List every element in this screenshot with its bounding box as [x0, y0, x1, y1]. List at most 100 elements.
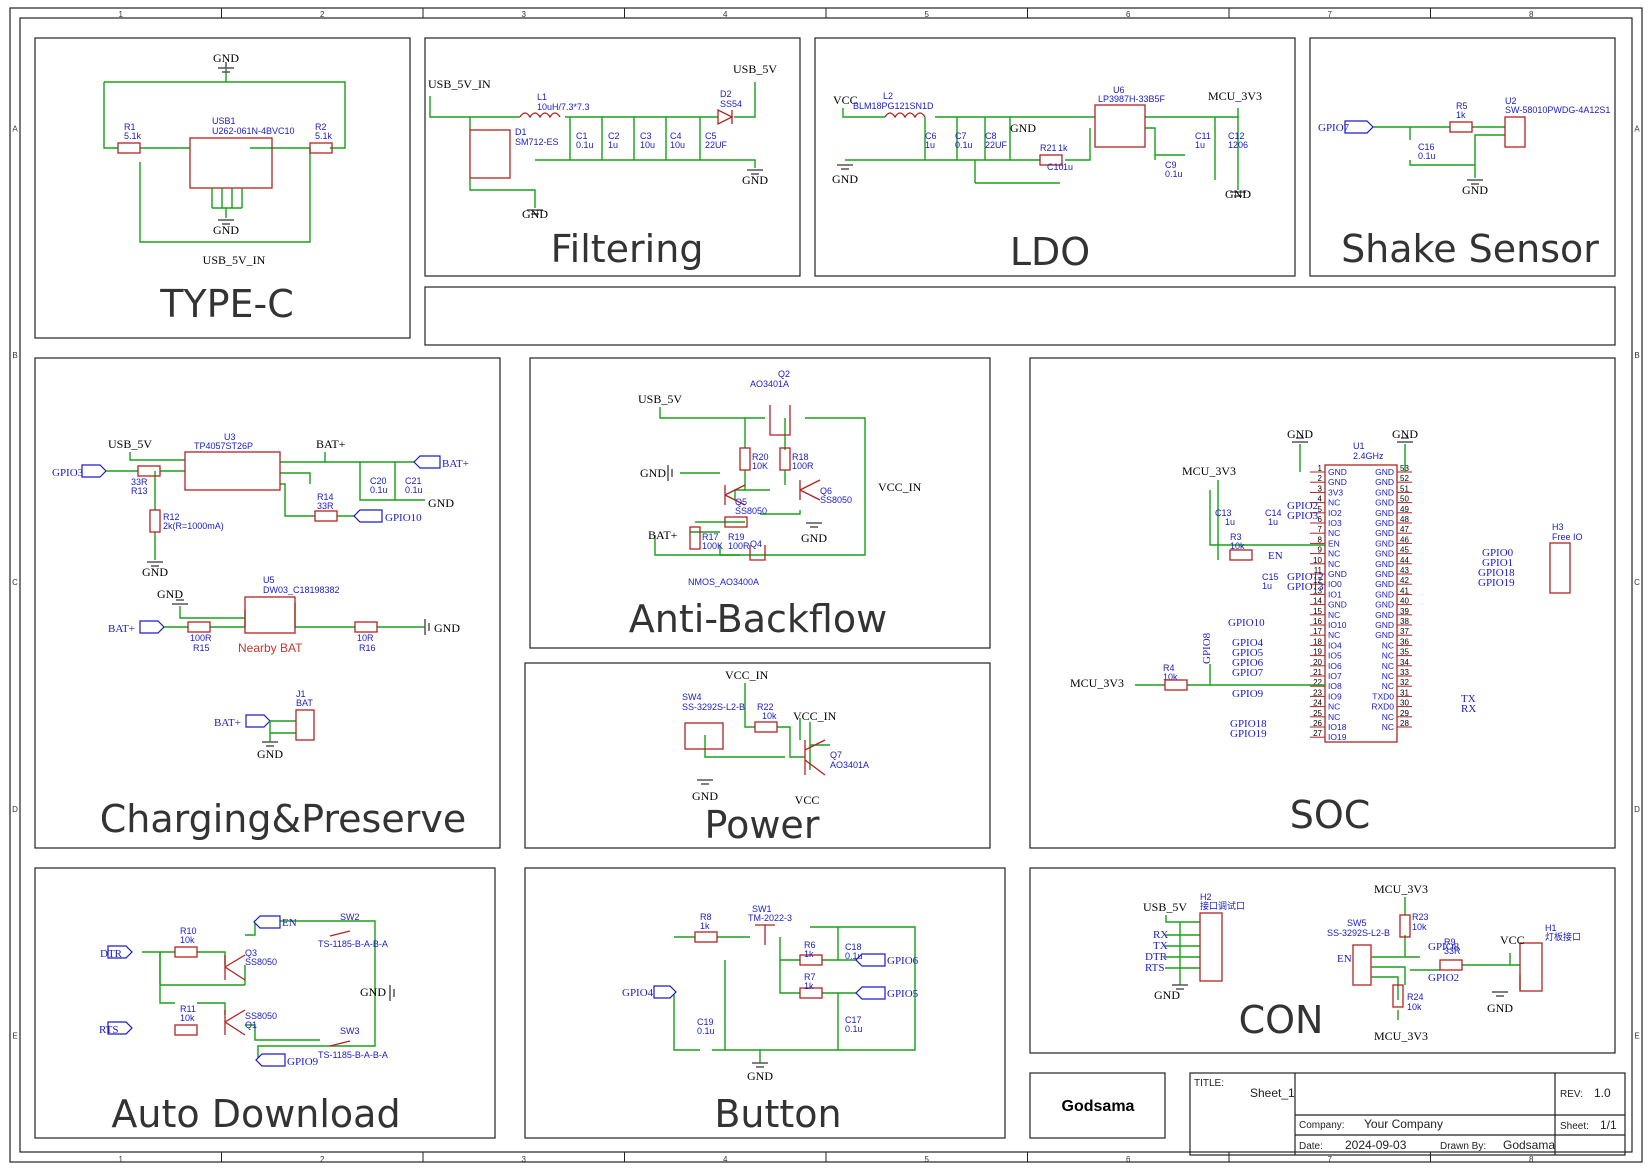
- charging-circuit: USB_5V GPIO3 BAT+ BAT+ GND GPIO10 GND U3…: [52, 432, 469, 761]
- r7-resistor: [799, 987, 823, 999]
- usb1-ref: USB1: [212, 116, 236, 126]
- u1-module: [1324, 464, 1398, 743]
- r5-value: 1k: [1456, 110, 1466, 120]
- rx-label: RX: [1153, 929, 1168, 941]
- q3-npn: [224, 954, 246, 981]
- r3-ref: R3: [1230, 532, 1242, 542]
- r13-value: 33R: [131, 477, 148, 487]
- c11-value: 1u: [1195, 140, 1205, 150]
- c13-ref: C13: [1215, 508, 1232, 518]
- c3-ref: C3: [640, 131, 652, 141]
- title-typec: TYPE-C: [159, 282, 294, 326]
- gpio9-label: GPIO9: [287, 1056, 319, 1068]
- l2-bead: [884, 112, 926, 119]
- u1-right-pin-name: GND: [1375, 528, 1394, 538]
- gpio19-label: GPIO19: [1230, 728, 1267, 740]
- drawn-value: Godsama: [1503, 1138, 1555, 1152]
- title-block-content: Godsama TITLE: Sheet_1 REV: 1.0 Company:…: [1062, 1073, 1625, 1155]
- u1-right-pin-number: 45: [1400, 546, 1409, 555]
- l2-ref: L2: [883, 91, 893, 101]
- row-marker: B: [12, 351, 17, 360]
- gnd-label: GND: [1154, 988, 1180, 1002]
- u1-left-pin-name: IO18: [1328, 722, 1347, 732]
- c7-ref: C7: [955, 131, 967, 141]
- u1-left-pin-name: GND: [1328, 467, 1347, 477]
- u1-right-pin-name: GND: [1375, 630, 1394, 640]
- vcc-net: VCC: [1500, 933, 1525, 947]
- col-marker: 4: [723, 1155, 728, 1164]
- u1-right-pin-number: 38: [1400, 617, 1409, 626]
- c15-ref: C15: [1262, 572, 1279, 582]
- q5-ref: Q5: [735, 497, 747, 507]
- u1-right-pin-name: NC: [1382, 722, 1394, 732]
- vcc-in-net: VCC_IN: [725, 668, 769, 682]
- u1-right-pin-name: NC: [1382, 661, 1394, 671]
- gnd-label: GND: [832, 172, 858, 186]
- u2-value: SW-58010PWDG-4A12S1: [1505, 105, 1610, 115]
- gnd-label: GND: [747, 1069, 773, 1083]
- u2-ref: U2: [1505, 96, 1517, 106]
- batp-net: BAT+: [648, 528, 678, 542]
- c4-ref: C4: [670, 131, 682, 141]
- u1-left-pin-name: IO0: [1328, 579, 1342, 589]
- block-shake: [1309, 37, 1616, 277]
- q5-npn: [724, 484, 746, 506]
- sheet-value: 1/1: [1600, 1118, 1617, 1132]
- r2-value: 5.1k: [315, 131, 333, 141]
- h3-header: [1549, 542, 1571, 594]
- u1-left-pin-number: 11: [1314, 566, 1323, 575]
- u3-charger: [184, 451, 281, 491]
- shake-circuit: GPIO7 GND R5 1k C16 0.1u U2 SW-58010PWDG…: [1318, 96, 1610, 197]
- sw1-tactile: [755, 924, 775, 945]
- r12-resistor: [149, 509, 161, 533]
- gnd-label: GND: [1287, 427, 1313, 441]
- ldo-circuit: VCC MCU_3V3 GND GND GND L2 BLM18PG121SN1…: [832, 85, 1262, 201]
- r1-resistor: [117, 142, 141, 154]
- col-marker: 6: [1126, 10, 1131, 19]
- r2-resistor: [309, 142, 333, 154]
- gpio6-label: GPIO6: [887, 955, 919, 967]
- sw1-value: TM-2022-3: [748, 913, 792, 923]
- q2-value: AO3401A: [750, 379, 789, 389]
- c2-value: 1u: [608, 140, 618, 150]
- u1-right-pin-name: NC: [1382, 712, 1394, 722]
- c21-value: 0.1u: [405, 485, 423, 495]
- u1-left-pin-name: GND: [1328, 600, 1347, 610]
- q3-ref: Q3: [245, 948, 257, 958]
- r4-value: 10k: [1163, 672, 1178, 682]
- block-power: [524, 662, 991, 849]
- c19-value: 0.1u: [697, 1026, 715, 1036]
- u1-right-pin-name: GND: [1375, 538, 1394, 548]
- u1-left-pin-name: NC: [1328, 630, 1340, 640]
- r10-value: 10k: [180, 935, 195, 945]
- u1-left-pin-number: 22: [1313, 678, 1322, 687]
- block-con: [1029, 867, 1616, 1054]
- u1-left-pin-name: GND: [1328, 569, 1347, 579]
- u1-right-pin-number: 42: [1400, 576, 1409, 585]
- h3-ref: H3: [1552, 522, 1564, 532]
- c6-value: 1u: [925, 140, 935, 150]
- u1-right-pin-number: 35: [1400, 648, 1409, 657]
- gpio18-label: GPIO18: [1478, 567, 1515, 579]
- gnd-label: GND: [692, 789, 718, 803]
- c7-value: 0.1u: [955, 140, 973, 150]
- r18-value: 100R: [792, 461, 814, 471]
- filtering-circuit: USB_5V_IN USB_5V GND GND L1 10uH/7.3*7.3…: [428, 62, 777, 221]
- batp-label: BAT+: [214, 717, 241, 729]
- u1-left-pin-name: IO9: [1328, 691, 1342, 701]
- block-charging: [34, 357, 501, 849]
- h1-value: 灯板接口: [1545, 931, 1581, 942]
- l1-ref: L1: [537, 92, 547, 102]
- gpio2-label: GPIO2: [1287, 500, 1318, 512]
- antibackflow-circuit: USB_5V GND GND BAT+ VCC_IN Q2 AO3401A R2…: [638, 369, 922, 587]
- u1-left-pin-name: NC: [1328, 702, 1340, 712]
- q4-nmos: [749, 545, 766, 561]
- gpio1-label: GPIO1: [1482, 557, 1513, 569]
- u5-value: DW03_C18198382: [263, 585, 340, 595]
- usb5v-net: USB_5V: [638, 392, 682, 406]
- gnd-label: GND: [157, 587, 183, 601]
- r9-value: 33R: [1444, 946, 1461, 956]
- r18-resistor: [779, 447, 791, 471]
